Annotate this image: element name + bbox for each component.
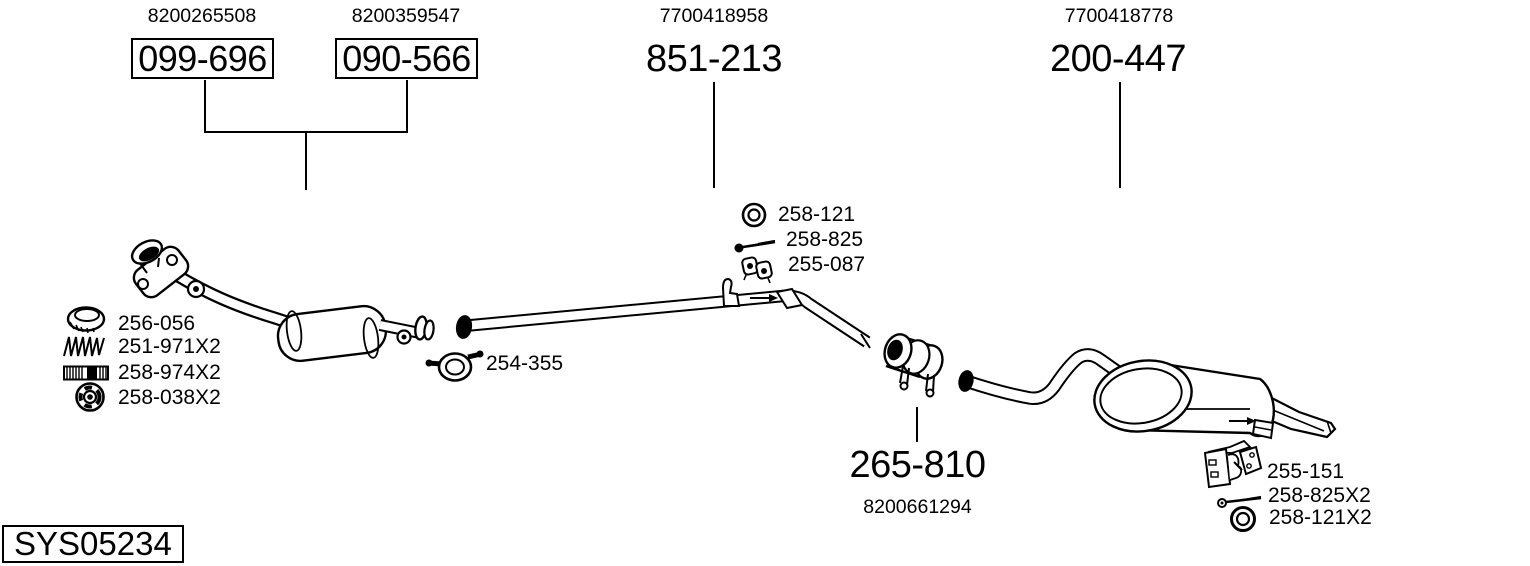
washer-icon bbox=[741, 202, 767, 228]
catalytic-converter bbox=[276, 304, 388, 363]
nut-icon bbox=[75, 382, 105, 412]
part-number-rear-muffler: 200-447 bbox=[1050, 38, 1186, 80]
part-number-washer-center: 258-121 bbox=[778, 203, 856, 226]
bolt-stud-icon bbox=[63, 365, 109, 381]
system-id-box: SYS05234 bbox=[2, 525, 184, 563]
spring-icon bbox=[63, 336, 105, 357]
mid-clamp-connector bbox=[883, 333, 944, 398]
part-number-rubber-mount: 255-087 bbox=[788, 253, 866, 276]
middle-pipe bbox=[455, 277, 871, 349]
part-number-nut: 258-038X2 bbox=[118, 386, 221, 409]
oem-number-connector: 8200661294 bbox=[863, 496, 972, 518]
rear-muffler bbox=[1093, 359, 1337, 440]
part-number-stud: 258-974X2 bbox=[118, 361, 221, 384]
leader-lines bbox=[204, 80, 1121, 442]
oem-number-group3: 7700418958 bbox=[659, 5, 769, 27]
part-number-pipe-clamp: 254-355 bbox=[486, 352, 564, 375]
long-bolt-icon bbox=[1217, 495, 1262, 508]
part-number-hanger-bracket: 255-151 bbox=[1267, 460, 1345, 483]
part-number-washer-rear: 258-121X2 bbox=[1269, 506, 1372, 529]
washer-large-icon bbox=[1230, 506, 1256, 532]
part-number-bolt-rear: 258-825X2 bbox=[1268, 484, 1371, 507]
bolt-icon bbox=[734, 239, 776, 253]
part-number-box-catalytic-converter: 090-566 bbox=[335, 38, 478, 79]
hanger-bracket-icon bbox=[1203, 439, 1263, 489]
pipe-clamp-icon bbox=[425, 350, 484, 382]
oem-number-group1: 8200265508 bbox=[147, 5, 257, 27]
part-number-spring: 251-971X2 bbox=[118, 335, 221, 358]
part-number-connector: 265-810 bbox=[849, 444, 986, 486]
rear-pipe bbox=[958, 348, 1122, 406]
cat-outlet-coupling bbox=[378, 315, 435, 345]
part-number-box-front-pipe: 099-696 bbox=[131, 38, 274, 79]
part-number-gasket: 256-056 bbox=[118, 312, 196, 335]
oem-number-group2: 8200359547 bbox=[351, 5, 461, 27]
part-number-middle-pipe: 851-213 bbox=[646, 38, 782, 80]
gasket-ring-icon bbox=[66, 306, 106, 334]
part-number-bolt-center: 258-825 bbox=[786, 228, 864, 251]
rubber-mount-icon bbox=[741, 256, 773, 284]
oem-number-group4: 7700418778 bbox=[1064, 5, 1174, 27]
